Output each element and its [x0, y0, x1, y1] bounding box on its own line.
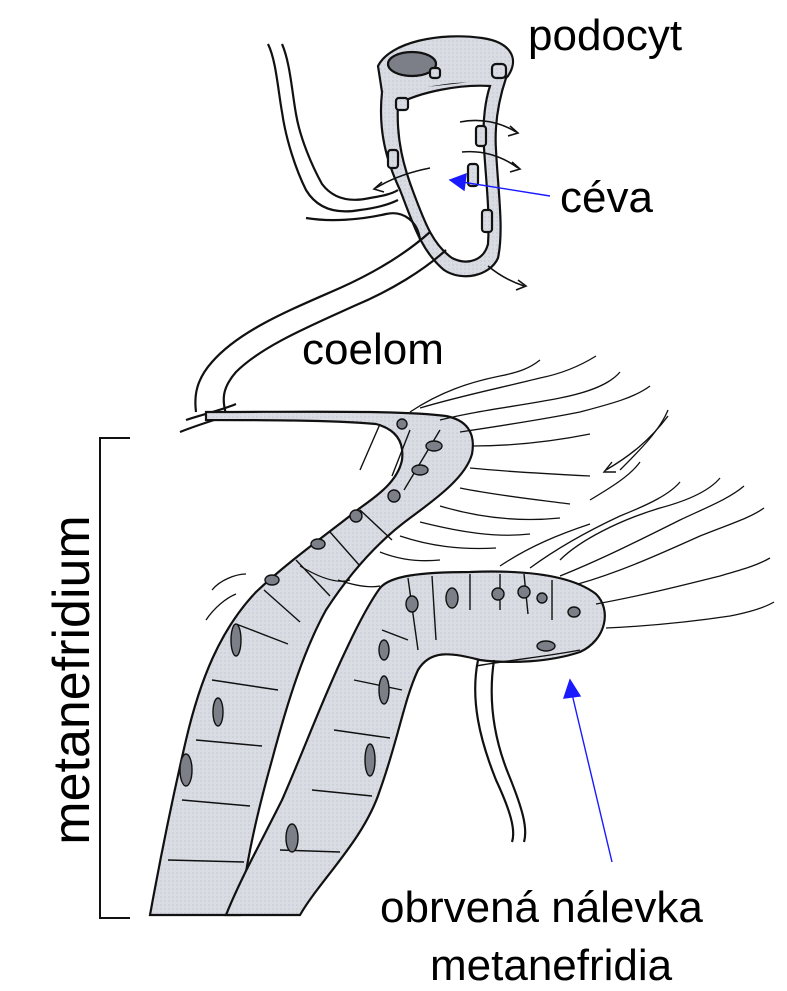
label-coelom: coelom [302, 328, 444, 372]
label-ceva: céva [560, 176, 653, 220]
nucleus [311, 539, 325, 549]
nucleus [397, 419, 407, 429]
pointers [450, 174, 612, 862]
pointer-funnel [572, 694, 612, 862]
nucleus [350, 510, 362, 522]
podocyte-vessel [374, 36, 526, 290]
nucleus [365, 744, 375, 776]
nucleus [537, 641, 555, 651]
nucleus [492, 588, 504, 600]
nucleus [406, 596, 418, 612]
nucleus [286, 824, 298, 852]
nucleus [213, 698, 223, 726]
nucleus [379, 676, 389, 704]
flow-arrow [604, 416, 668, 472]
label-ciliated-funnel-line2: metanefridia [430, 944, 672, 988]
nucleus [231, 624, 241, 656]
nucleus [379, 640, 389, 660]
nucleus [412, 465, 428, 475]
nucleus [388, 490, 400, 502]
label-metanefridium: metanefridium [46, 515, 98, 844]
nucleus [426, 441, 442, 451]
nucleus [568, 607, 580, 617]
nucleus [537, 593, 547, 603]
label-ciliated-funnel: obrvená nálevka [380, 886, 703, 930]
podocyte-nucleus [388, 52, 436, 76]
nucleus [446, 588, 458, 608]
nucleus [265, 575, 279, 585]
pointer-funnel-arrowhead [564, 680, 580, 698]
metanefridium-bracket [100, 438, 130, 918]
label-podocyt: podocyt [528, 14, 682, 58]
nucleus [180, 754, 192, 786]
nucleus [518, 586, 530, 598]
